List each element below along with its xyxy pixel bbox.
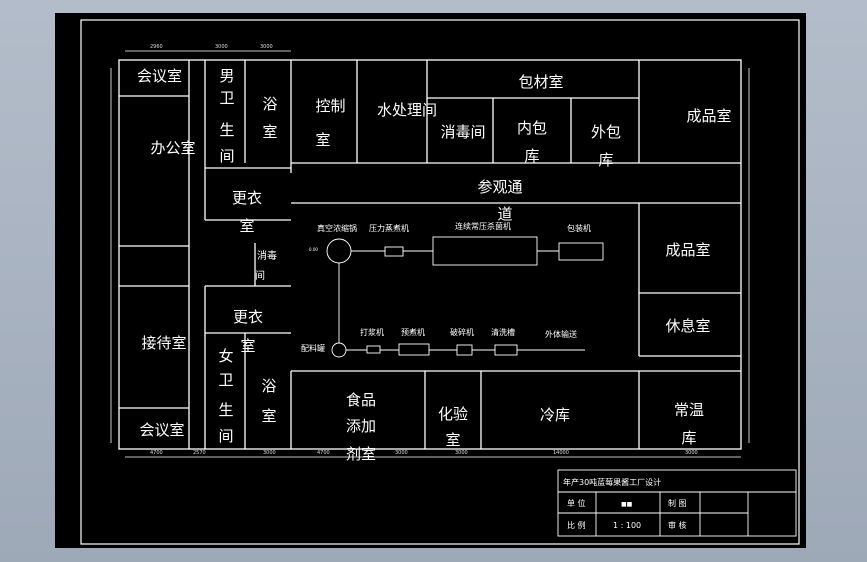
title-block-text: 年产30吨蓝莓果酱工厂设计 单 位 ■■ 制 图 比 例 1 : 100 审 核 <box>563 477 687 530</box>
label-continuous-sterilizer: 连续常压杀菌机 <box>455 221 511 231</box>
room-cold-store: 冷库 <box>540 406 570 424</box>
room-rest: 休息室 <box>665 317 710 335</box>
label-washing-tank: 清洗槽 <box>491 327 515 337</box>
room-finished-top: 成品室 <box>686 107 731 125</box>
precooker-symbol <box>398 343 430 356</box>
room-control-1: 控 <box>315 97 330 115</box>
title-block-review-label: 审 核 <box>668 520 687 530</box>
room-meeting-bottom: 会议室 <box>139 421 184 439</box>
room-ambient-1: 常温 <box>674 401 704 419</box>
label-crusher: 破碎机 <box>450 327 474 337</box>
room-bath-bottom-1: 浴 <box>261 377 276 395</box>
title-block-scale-value: 1 : 100 <box>613 521 641 530</box>
dim-bottom-1: 4700 <box>150 450 163 456</box>
room-lab-2: 室 <box>445 431 460 449</box>
room-womens-toilet-2: 卫 <box>218 371 233 389</box>
room-outer-pack-1: 外包 <box>591 123 621 141</box>
dimension-labels-bottom: 4700 2570 3000 4700 3000 3000 14000 3000 <box>150 450 698 456</box>
crusher-symbol <box>456 344 473 356</box>
dim-top-1: 2960 <box>150 44 163 50</box>
title-block <box>557 469 797 537</box>
title-block-unit-label: 单 位 <box>567 498 586 508</box>
continuous-sterilizer-symbol <box>432 236 538 266</box>
label-vacuum-concentrator: 真空浓缩锅 <box>317 223 357 233</box>
room-womens-toilet-3: 生 <box>218 401 233 419</box>
dim-bottom-7: 14000 <box>553 450 569 456</box>
room-office: 办公室 <box>150 139 195 157</box>
room-mens-toilet-1: 男 <box>219 67 234 85</box>
walls <box>118 59 742 450</box>
dim-bottom-6: 3000 <box>455 450 468 456</box>
room-mens-toilet-2: 卫 <box>219 89 234 107</box>
dim-bottom-5: 3000 <box>395 450 408 456</box>
label-beater: 打浆机 <box>360 327 384 337</box>
room-food-additive-1: 食品 <box>346 391 376 409</box>
room-womens-toilet-4: 间 <box>218 427 233 445</box>
drawing-frame <box>80 19 800 545</box>
pressure-sterilizer-symbol <box>384 246 404 257</box>
beater-symbol <box>366 345 381 354</box>
batching-tank-symbol <box>331 342 347 358</box>
room-packaging: 包材室 <box>518 73 563 91</box>
room-finished-mid: 成品室 <box>665 241 710 259</box>
dim-bottom-8: 3000 <box>685 450 698 456</box>
dimension-lines <box>110 50 750 458</box>
room-inner-pack-2: 库 <box>524 147 539 165</box>
room-disinfect-small-1: 消毒 <box>257 249 277 262</box>
dimension-labels-top: 2960 3000 3000 <box>150 44 273 50</box>
room-control-2: 制 <box>330 97 345 115</box>
corridor-label-2: 道 <box>497 205 512 223</box>
label-precooker: 预煮机 <box>401 327 425 337</box>
dim-bottom-2: 2570 <box>193 450 206 456</box>
room-inner-pack-1: 内包 <box>517 119 547 137</box>
room-mens-toilet-3: 生 <box>219 121 234 139</box>
washing-tank-symbol <box>494 344 518 356</box>
room-mens-toilet-4: 间 <box>219 147 234 165</box>
label-small-marker: 0.00 <box>309 247 318 252</box>
room-labels: 会议室 男 卫 生 间 浴 室 控 室 制 水处理间 包材室 消毒间 内包 库 … <box>137 67 732 463</box>
room-bath-top-2: 室 <box>262 123 277 141</box>
room-disinfection: 消毒间 <box>440 123 485 141</box>
room-meeting-top: 会议室 <box>137 67 182 85</box>
room-changing-top-1: 更衣 <box>232 189 262 207</box>
label-pressure-sterilizer: 压力蒸煮机 <box>369 223 409 233</box>
room-womens-toilet-1: 女 <box>218 347 233 365</box>
room-food-additive-2: 添加 <box>346 417 376 435</box>
room-bath-top-1: 浴 <box>262 95 277 113</box>
room-changing-top-2: 室 <box>239 217 254 235</box>
dim-bottom-4: 4700 <box>317 450 330 456</box>
equipment-labels: 真空浓缩锅 压力蒸煮机 连续常压杀菌机 包装机 0.00 配料罐 打浆机 预煮机… <box>301 221 591 353</box>
room-disinfect-small-2: 间 <box>255 269 265 282</box>
drawing-sheet: 2960 3000 3000 4700 2570 3000 4700 3000 … <box>55 13 806 548</box>
room-ambient-2: 库 <box>681 429 696 447</box>
label-batching-tank: 配料罐 <box>301 343 325 353</box>
floor-plan: 2960 3000 3000 4700 2570 3000 4700 3000 … <box>80 19 800 545</box>
room-reception: 接待室 <box>141 334 186 352</box>
title-block-scale-label: 比 例 <box>567 520 586 530</box>
title-block-unit-value: ■■ <box>621 501 633 508</box>
room-food-additive-3: 剂室 <box>346 445 376 463</box>
label-conveyor: 外体输送 <box>545 329 577 339</box>
room-changing-bottom-1: 更衣 <box>233 308 263 326</box>
title-block-title: 年产30吨蓝莓果酱工厂设计 <box>563 477 661 487</box>
title-block-drawn-label: 制 图 <box>668 498 687 508</box>
dim-top-3: 3000 <box>260 44 273 50</box>
room-bath-bottom-2: 室 <box>261 407 276 425</box>
label-packing-machine: 包装机 <box>567 223 591 233</box>
room-water-treatment: 水处理间 <box>377 101 437 119</box>
dim-bottom-3: 3000 <box>263 450 276 456</box>
process-line <box>326 236 604 358</box>
dim-top-2: 3000 <box>215 44 228 50</box>
room-outer-pack-2: 库 <box>598 151 613 169</box>
vacuum-concentrator-symbol <box>326 238 352 264</box>
packing-machine-symbol <box>558 242 604 261</box>
room-changing-bottom-2: 室 <box>240 337 255 355</box>
room-lab-1: 化验 <box>438 405 468 423</box>
room-control-3: 室 <box>315 131 330 149</box>
corridor-label-1: 参观通 <box>477 178 522 196</box>
